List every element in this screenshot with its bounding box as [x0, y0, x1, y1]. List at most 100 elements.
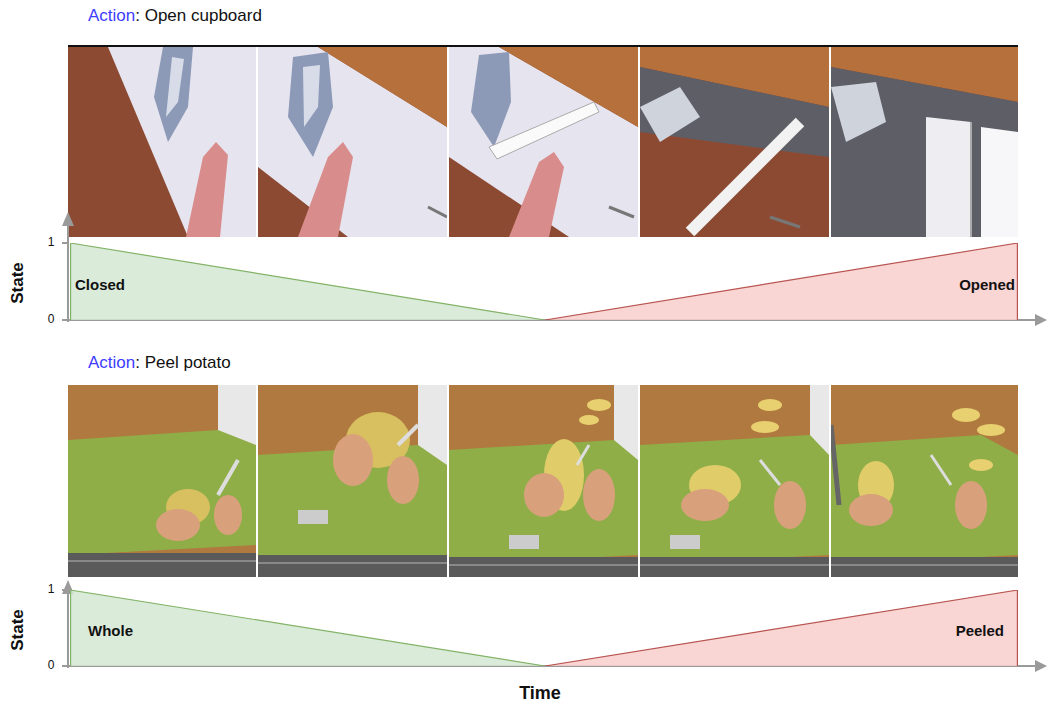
illustration-part — [387, 456, 419, 504]
illustration-part — [449, 47, 638, 237]
illustration-part — [398, 425, 418, 445]
video-frame — [258, 385, 447, 577]
tick-label: 0 — [48, 313, 55, 327]
axis-title: State — [8, 609, 28, 651]
illustration-part — [952, 408, 980, 422]
illustration-part — [68, 560, 256, 562]
tick-label: 1 — [48, 583, 55, 597]
illustration-part — [587, 399, 611, 411]
illustration-part — [67, 592, 69, 668]
state-ramp-up: Opened — [545, 243, 1018, 320]
video-frame — [640, 47, 829, 237]
illustration-part — [577, 445, 589, 465]
tick-label: 1 — [48, 236, 55, 250]
illustration-part — [258, 47, 447, 237]
illustration-part — [258, 47, 447, 237]
triangle-edge — [70, 243, 545, 320]
action-key: Action — [88, 353, 135, 373]
illustration-part — [579, 415, 599, 425]
illustration-part — [758, 399, 782, 411]
illustration-part — [449, 47, 638, 237]
illustration-part — [640, 87, 700, 142]
illustration-part — [670, 535, 700, 549]
triangle-shape — [70, 243, 545, 320]
illustration-part — [62, 665, 68, 667]
action-name: : Peel potato — [135, 353, 230, 373]
video-frame — [449, 385, 638, 577]
illustration-part — [509, 152, 564, 237]
illustration-part — [640, 557, 829, 577]
illustration-part — [926, 117, 971, 237]
illustration-part — [68, 430, 256, 555]
state-ramp-down: Closed — [70, 243, 545, 320]
illustration-part — [681, 489, 729, 521]
illustration-part — [640, 47, 829, 237]
illustration-part — [428, 207, 447, 217]
triangle-edge — [70, 590, 545, 666]
state-ramp-up: Peeled — [545, 590, 1018, 666]
illustration-part — [583, 469, 615, 521]
video-frame — [449, 47, 638, 237]
illustration-part — [67, 224, 69, 322]
illustration-part — [218, 460, 238, 495]
triangle-edge — [1017, 590, 1018, 666]
illustration-part — [609, 207, 634, 217]
illustration-part — [690, 122, 800, 232]
illustration-part — [977, 424, 1005, 436]
illustration-part — [970, 122, 972, 237]
arrowhead — [1035, 660, 1047, 672]
axis — [62, 590, 1038, 668]
illustration-part — [969, 459, 993, 471]
action-name: : Open cupboard — [135, 6, 262, 26]
frame-border — [68, 45, 1018, 47]
illustration-part — [449, 440, 638, 565]
illustration-part — [640, 435, 829, 565]
triangle-fill — [545, 243, 1018, 320]
illustration-part — [108, 47, 256, 237]
triangle-edge — [70, 590, 71, 666]
video-frame — [640, 385, 829, 577]
arrowhead — [62, 212, 74, 226]
illustration-part — [449, 557, 638, 577]
axis-title: State — [8, 262, 28, 304]
state-label: Whole — [88, 622, 133, 639]
illustration-part — [258, 555, 447, 577]
triangle-fill — [70, 243, 545, 320]
illustration-part — [849, 494, 893, 526]
axis — [62, 224, 1038, 322]
triangle-edge — [70, 243, 71, 320]
state-label: Opened — [959, 276, 1015, 293]
illustration-part — [471, 52, 511, 147]
illustration-part — [489, 102, 599, 159]
video-frame — [831, 47, 1018, 237]
illustration-part — [154, 47, 193, 142]
triangle-edge — [545, 243, 1018, 320]
illustration-part — [258, 385, 447, 577]
video-frame — [258, 47, 447, 237]
illustration-part — [449, 564, 638, 566]
state-label: Closed — [75, 276, 125, 293]
illustration-part — [449, 385, 638, 577]
triangle-shape — [545, 243, 1018, 320]
illustration-part — [509, 535, 539, 549]
illustration-part — [68, 47, 256, 237]
illustration-part — [774, 481, 806, 529]
illustration-part — [156, 509, 200, 541]
illustration-part — [298, 142, 353, 237]
tick-label: 0 — [48, 659, 55, 673]
illustration-part — [166, 57, 184, 117]
illustration-part — [981, 127, 1018, 237]
illustration-part — [751, 421, 779, 433]
axis-title: Time — [519, 683, 561, 704]
illustration-part — [931, 455, 951, 485]
illustration-part — [831, 564, 1018, 566]
illustration-part — [831, 67, 1018, 237]
illustration-part — [831, 435, 1018, 565]
illustration-part — [318, 47, 447, 127]
illustration-part — [831, 47, 1018, 237]
triangle-edge — [545, 590, 1018, 666]
illustration-part — [640, 385, 829, 577]
state-ramp-down: Whole — [70, 590, 545, 666]
state-label: Peeled — [956, 622, 1004, 639]
